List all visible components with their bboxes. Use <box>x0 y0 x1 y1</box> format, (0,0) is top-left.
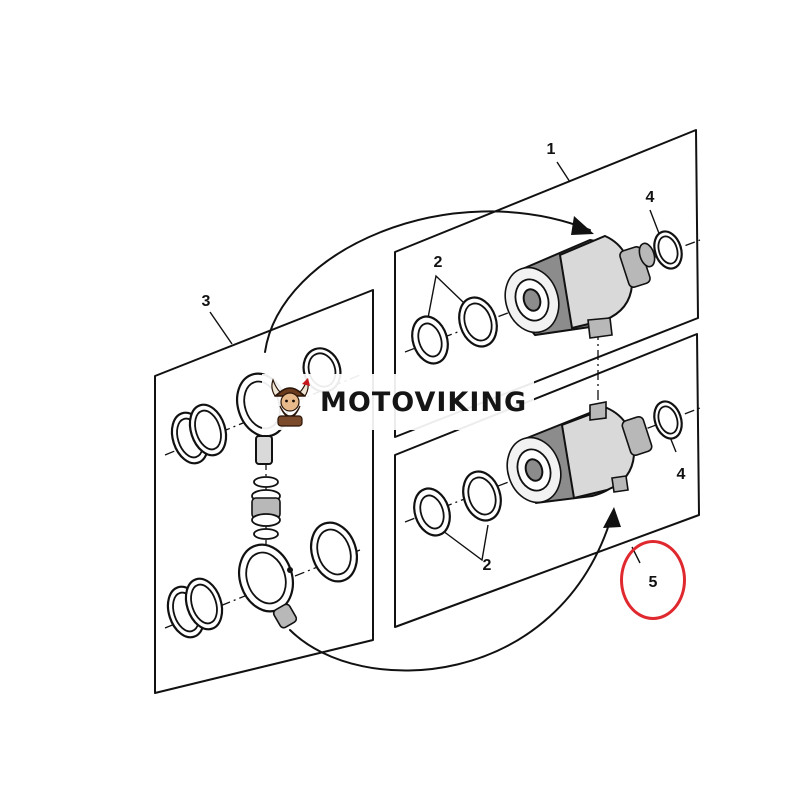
leader-3 <box>209 311 233 345</box>
seal-ring-bottom-outer <box>413 487 451 537</box>
ring-pair-left-top <box>170 403 228 465</box>
leader-2-top <box>427 274 464 319</box>
split-ring-left-bottom-right <box>310 521 358 583</box>
callout-part-1: 1 <box>546 141 556 158</box>
leader-1 <box>556 161 571 183</box>
callout-part-2-top: 2 <box>433 254 443 271</box>
flow-arrow-bottom-head <box>603 507 621 528</box>
seal-ring-top-inner <box>458 296 498 348</box>
clamp-collar-bottom <box>238 543 298 629</box>
snap-ring-bottom <box>653 400 683 440</box>
coupling-bottom <box>506 401 653 505</box>
coupling-top <box>504 234 656 339</box>
seal-ring-bottom-inner <box>462 470 502 522</box>
flow-arrow-top <box>264 210 591 353</box>
callout-part-3: 3 <box>201 293 211 310</box>
seal-ring-top-outer <box>411 315 449 365</box>
snap-ring-top <box>653 230 683 270</box>
leader-2-bottom <box>434 524 489 562</box>
watermark-banner: MOTOVIKING <box>262 374 534 430</box>
panel-bottom-right <box>394 333 700 628</box>
ring-pair-left-bottom <box>166 577 224 639</box>
highlight-circle <box>620 540 686 620</box>
fitting-stack-center <box>251 476 281 540</box>
axis-bottom-panel <box>404 407 701 523</box>
panel-left <box>154 289 374 694</box>
callout-part-4-top: 4 <box>645 189 655 206</box>
flow-arrow-top-head <box>571 216 594 235</box>
flow-arrow-bottom <box>289 514 613 672</box>
viking-mascot-icon <box>271 378 310 427</box>
callout-part-4-bottom: 4 <box>676 466 686 483</box>
callout-part-2-bottom: 2 <box>482 557 492 574</box>
brand-wordmark: MOTOVIKING <box>320 386 528 418</box>
leader-4-top <box>649 209 661 237</box>
